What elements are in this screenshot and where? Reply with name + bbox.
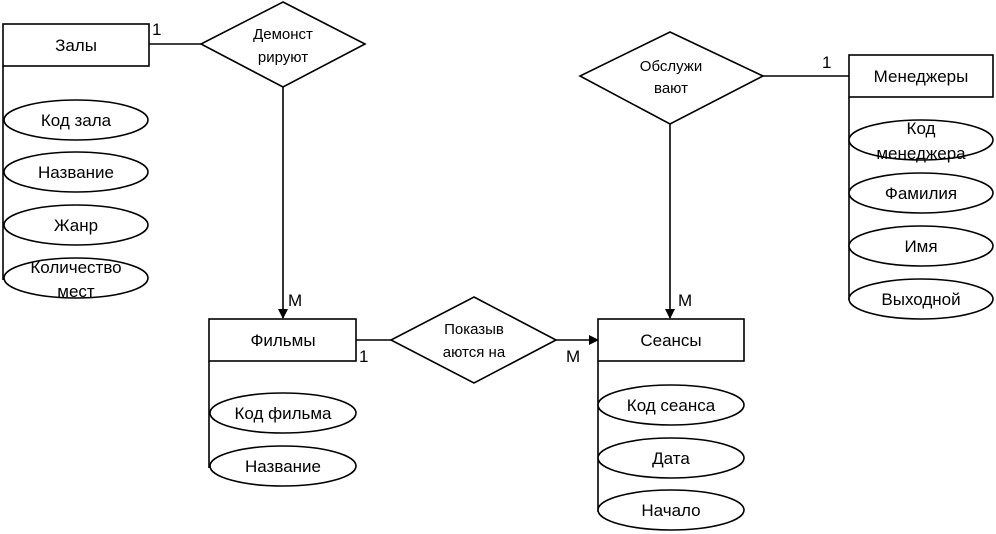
entity-films: Фильмы Код фильма Название	[208, 318, 357, 487]
halls-attr-seats-line1: Количество	[30, 258, 121, 277]
serve-label-line2: вают	[654, 80, 688, 97]
cardinality-films-one: 1	[359, 347, 368, 366]
halls-attr-code: Код зала	[41, 111, 112, 130]
films-attr-ellipse	[209, 445, 357, 487]
entity-managers: Менеджеры Код менеджера Фамилия Имя Выхо…	[848, 54, 994, 320]
halls-attr-seats-line2: мест	[57, 282, 95, 301]
halls-attr-genre: Жанр	[54, 216, 98, 235]
films-attr-name: Название	[245, 457, 321, 476]
sessions-attr-start: Начало	[641, 501, 700, 520]
films-attr-code: Код фильма	[234, 404, 332, 423]
managers-attr-code-line2: менеджера	[876, 144, 966, 163]
sessions-attr-date: Дата	[652, 449, 690, 468]
relationship-demonstrate: Демонст рируют	[199, 1, 367, 88]
halls-attr-ellipse	[3, 204, 149, 246]
sessions-attr-code: Код сеанса	[627, 396, 716, 415]
relationship-shown: Показыв аются на	[389, 296, 558, 384]
serve-label-line1: Обслужи	[640, 58, 702, 75]
halls-box	[2, 23, 150, 67]
managers-attr-ellipse	[848, 119, 994, 161]
managers-box	[848, 54, 994, 98]
demonstrate-label-line2: рируют	[258, 49, 308, 66]
managers-attr-dayoff: Выходной	[881, 290, 960, 309]
relationship-serve: Обслужи вают	[578, 31, 765, 125]
managers-attr-ellipse	[848, 278, 994, 320]
cardinality-halls-one: 1	[152, 20, 161, 39]
halls-attr-ellipse	[3, 151, 149, 193]
cardinality-managers-one: 1	[822, 53, 831, 72]
sessions-attr-ellipse	[597, 437, 745, 479]
entity-sessions: Сеансы Код сеанса Дата Начало	[597, 318, 745, 531]
cardinality-sessions-many-top: М	[678, 291, 692, 310]
shown-label-line1: Показыв	[444, 321, 504, 338]
sessions-attr-ellipse	[597, 384, 745, 426]
managers-attr-code-line1: Код	[907, 119, 936, 138]
managers-attr-firstname: Имя	[904, 237, 937, 256]
halls-attr-ellipse	[3, 99, 149, 141]
halls-title: Залы	[55, 36, 97, 55]
shown-label-line2: аются на	[443, 344, 506, 361]
managers-attr-ellipse	[848, 225, 994, 267]
sessions-attr-ellipse	[597, 489, 745, 531]
halls-attr-ellipse	[3, 257, 149, 299]
films-attr-ellipse	[209, 392, 357, 434]
managers-attr-ellipse	[848, 172, 994, 214]
cardinality-films-many: М	[288, 291, 302, 310]
serve-diamond	[578, 31, 765, 125]
films-box	[208, 318, 357, 362]
sessions-box	[597, 318, 745, 362]
managers-title: Менеджеры	[874, 67, 969, 86]
managers-attr-surname: Фамилия	[885, 184, 957, 203]
demonstrate-diamond	[199, 1, 367, 88]
demonstrate-label-line1: Демонст	[253, 26, 313, 43]
cardinality-sessions-many-left: М	[566, 347, 580, 366]
entity-halls: Залы Код зала Название Жанр Количество м…	[2, 23, 150, 301]
shown-diamond	[389, 296, 558, 384]
sessions-title: Сеансы	[640, 331, 701, 350]
halls-attr-name: Название	[38, 163, 114, 182]
films-title: Фильмы	[250, 331, 315, 350]
